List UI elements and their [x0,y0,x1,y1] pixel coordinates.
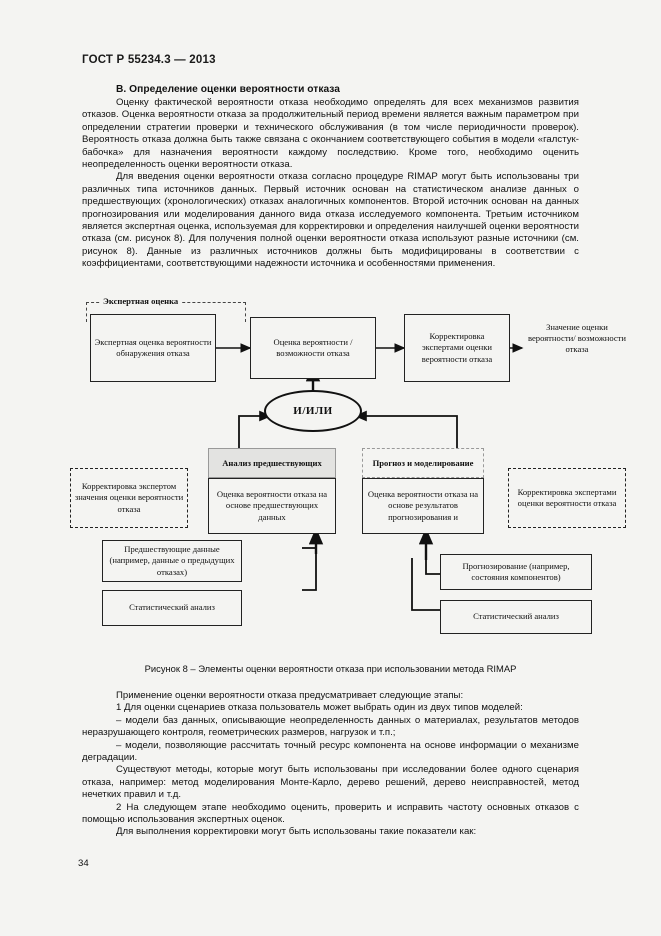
section-paragraph-2: Для введения оценки вероятности отказа с… [82,171,579,270]
group-forecast-header: Прогноз и моделирование [362,448,484,478]
after-bullet-2: – модели, позволяющие рассчитать точный … [82,739,579,764]
box-probability-assessment: Оценка вероятности / возможности отказа [250,317,376,379]
page-header: ГОСТ Р 55234.3 — 2013 [82,54,216,66]
section-title: В. Определение оценки вероятности отказа [116,84,340,95]
after-intro: Применение оценки вероятности отказа пре… [116,690,464,701]
group-expert-assessment-label: Экспертная оценка [100,296,182,306]
box-expert-detection: Экспертная оценка вероятности обнаружени… [90,314,216,382]
after-item-1: 1 Для оценки сценариев отказа пользовате… [116,702,523,714]
figure-8: Экспертная оценка Экспертная оценка веро… [64,292,634,652]
box-correction-right: Корректировка экспертами оценки вероятно… [508,468,626,528]
page-number: 34 [78,858,89,869]
box-stat-analysis-right: Статистический анализ [440,600,592,634]
after-bullet-1: – модели баз данных, описывающие неопред… [82,714,579,739]
box-correction-left: Корректировка экспертом значения оценки … [70,468,188,528]
label-result-value: Значение оценки вероятности/ возможности… [527,322,627,354]
after-figure-text: Применение оценки вероятности отказа пре… [82,690,579,839]
after-para-methods: Существуют методы, которые могут быть ис… [82,764,579,801]
box-stat-analysis-left: Статистический анализ [102,590,242,626]
logic-gate-ellipse: И/ИЛИ [264,390,362,432]
after-closing: Для выполнения корректировки могут быть … [116,826,477,838]
section-paragraph-1: Оценку фактической вероятности отказа не… [82,97,579,171]
page-content: В. Определение оценки вероятности отказа… [82,84,579,271]
box-expert-correction-top: Корректировка экспертами оценки вероятно… [404,314,510,382]
box-forecast-estimate: Оценка вероятности отказа на основе резу… [362,478,484,534]
box-previous-data: Предшествующие данные (например, данные … [102,540,242,582]
figure-caption: Рисунок 8 – Элементы оценки вероятности … [144,663,517,674]
after-item-2: 2 На следующем этапе необходимо оценить,… [82,801,579,826]
box-previous-data-estimate: Оценка вероятности отказа на основе пред… [208,478,336,534]
box-forecasting: Прогнозирование (например, состояния ком… [440,554,592,590]
group-previous-analysis-header: Анализ предшествующих [208,448,336,478]
